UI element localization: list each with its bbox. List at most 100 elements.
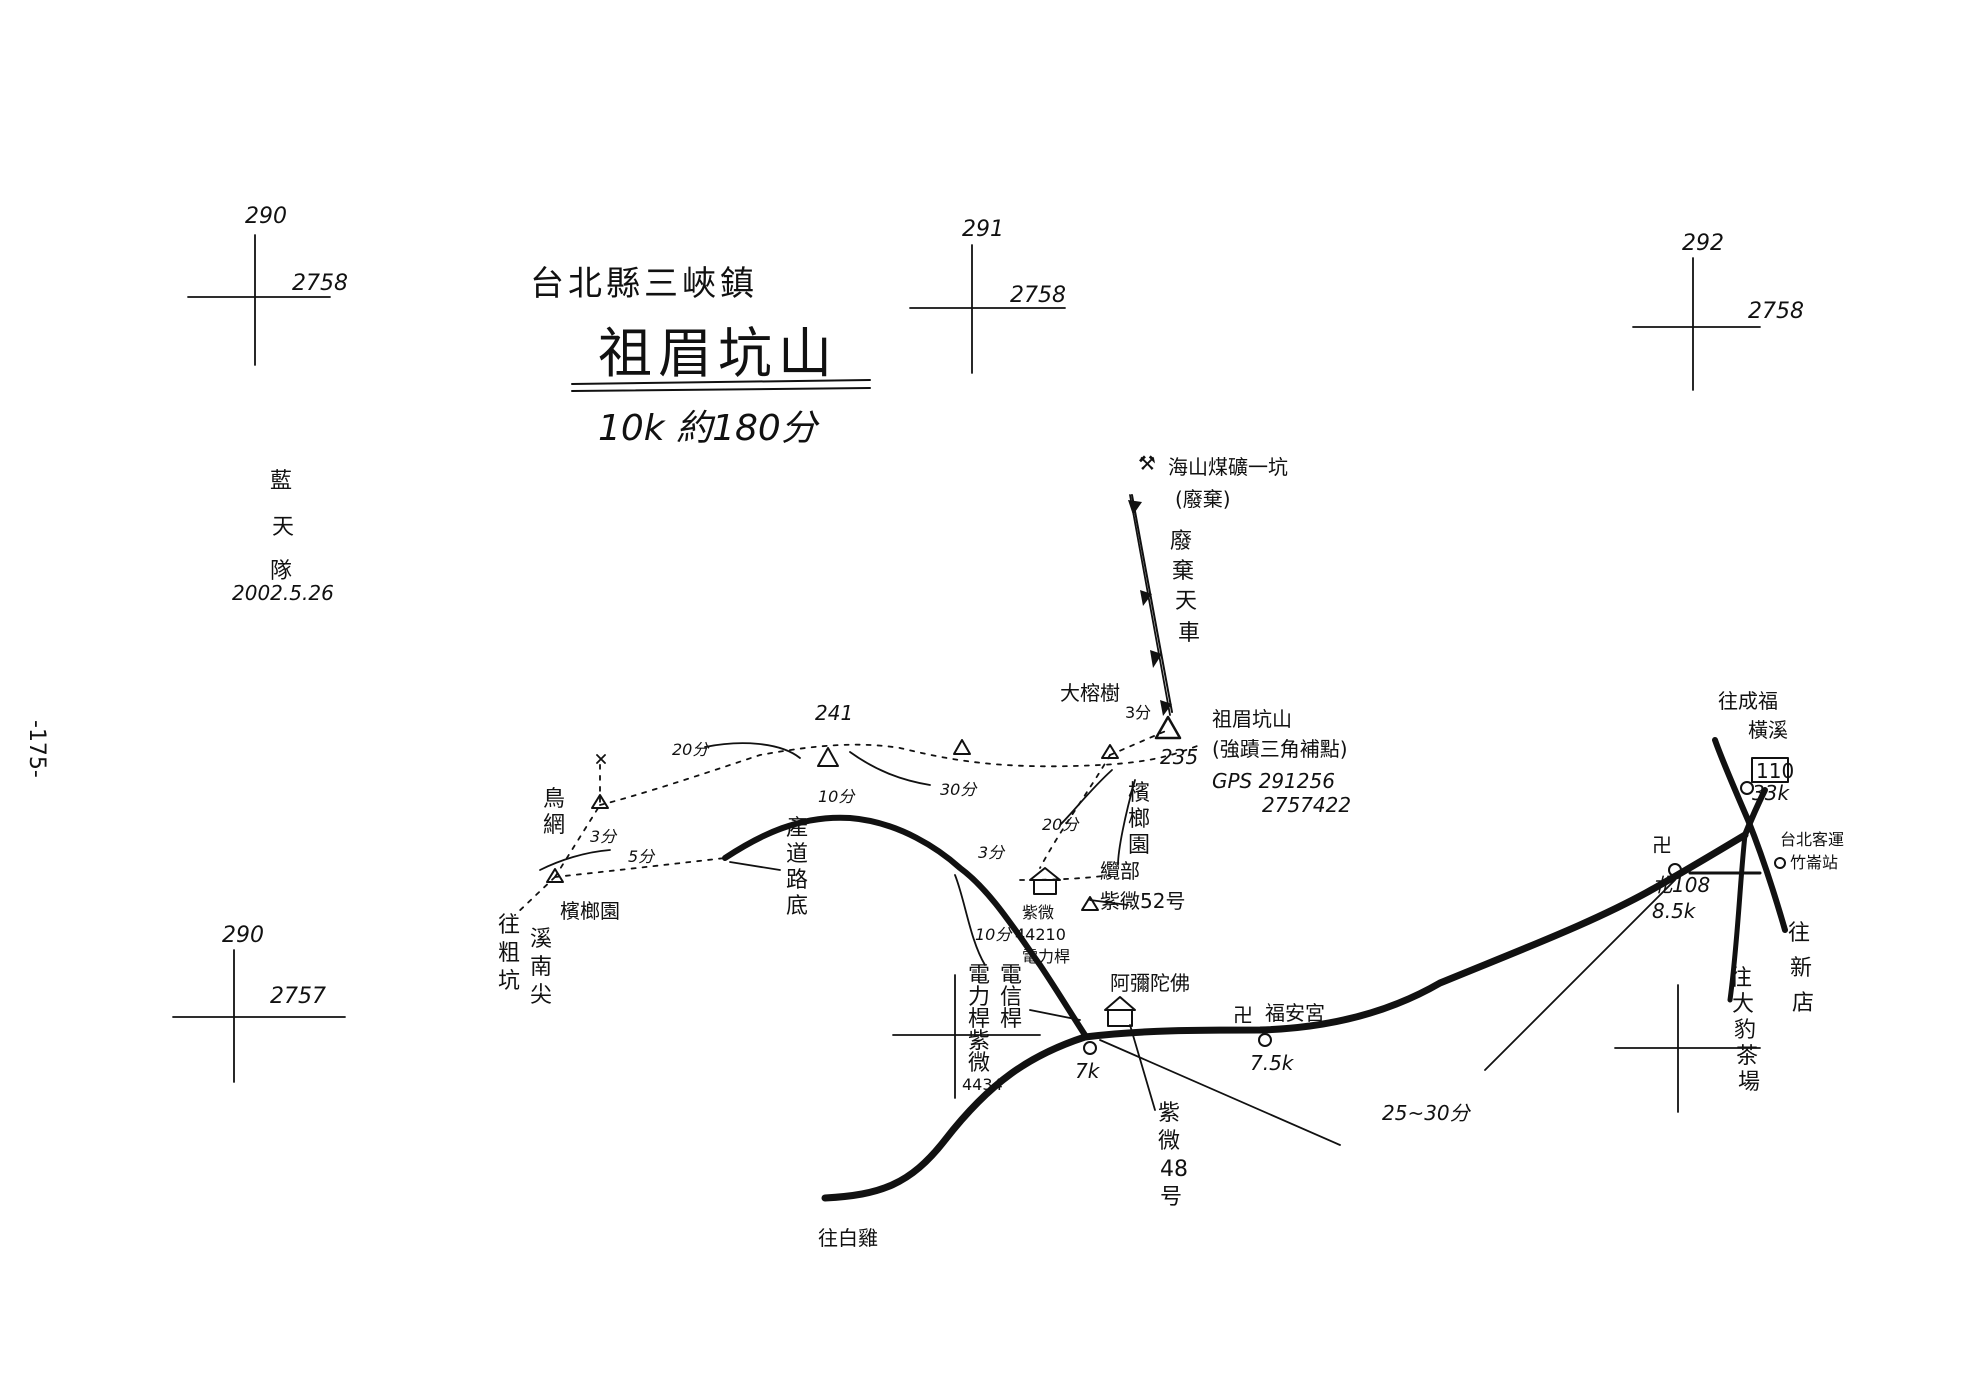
line-pole48 <box>1129 1024 1156 1111</box>
km-7: 7k <box>1075 1059 1101 1083</box>
svg-text:紫: 紫 <box>968 1029 990 1054</box>
svg-text:電力桿: 電力桿 <box>1022 947 1070 966</box>
team-char-3: 隊 <box>270 559 292 584</box>
grid-cross-290-2758: 290 2758 <box>187 204 348 366</box>
peak-241-label: 241 <box>815 701 853 725</box>
county-town-title: 台北縣三峽鎮 <box>530 264 758 304</box>
km-7-marker <box>1083 1041 1097 1055</box>
mine-icon: ⚒ <box>1138 451 1156 475</box>
summit-triangle <box>1154 715 1182 740</box>
svg-text:尖: 尖 <box>530 983 552 1008</box>
svg-text:大: 大 <box>1732 992 1754 1017</box>
svg-text:往: 往 <box>498 913 520 938</box>
time-20b: 20分 <box>1042 815 1080 834</box>
route-110: 110 <box>1756 759 1794 783</box>
svg-text:微: 微 <box>1158 1129 1180 1154</box>
svg-text:榔: 榔 <box>1128 807 1150 832</box>
svg-text:豹: 豹 <box>1734 1018 1756 1043</box>
trail-cable <box>1039 754 1111 869</box>
betel-garden-right: 檳 榔 園 <box>1128 781 1150 858</box>
svg-text:坑: 坑 <box>498 969 520 994</box>
temple-symbol: 卍 <box>1233 1003 1253 1027</box>
svg-text:号: 号 <box>1160 1185 1182 1210</box>
line-betel-right <box>1117 779 1136 866</box>
svg-text:微: 微 <box>968 1051 990 1076</box>
route-108: 北108 <box>1652 873 1710 897</box>
title-underline <box>571 379 871 385</box>
km-33-marker <box>1740 781 1754 795</box>
trail-betel-low <box>554 857 726 878</box>
to-xindian-label: 往 新 店 <box>1788 921 1814 1016</box>
svg-text:電: 電 <box>968 963 990 988</box>
grid-label-x: 290 <box>222 923 264 948</box>
grid-label-x: 292 <box>1682 231 1724 256</box>
svg-text:檳: 檳 <box>1128 781 1150 806</box>
betel-garden-label: 檳榔園 <box>560 899 620 923</box>
trail-triangle <box>953 739 971 755</box>
svg-text:鳥: 鳥 <box>543 787 565 812</box>
time-2530: 25~30分 <box>1382 1101 1472 1125</box>
line-20a <box>704 742 801 759</box>
banyan-triangle <box>1101 744 1119 759</box>
page-number: -175- <box>24 720 49 778</box>
road-to-dabao <box>1727 832 1748 1003</box>
peak-note: (強蹟三角補點) <box>1212 737 1348 761</box>
svg-text:力: 力 <box>968 985 990 1010</box>
mountain-title: 祖眉坑山 <box>598 322 838 385</box>
svg-text:桿: 桿 <box>1000 1007 1022 1032</box>
route-110-box <box>1751 757 1789 783</box>
peak-elev: 235 <box>1160 745 1198 769</box>
mine-label: 海山煤礦一坑 <box>1168 455 1288 479</box>
grid-label-y: 2758 <box>292 271 348 296</box>
to-fenkeng-label: 往 粗 坑 <box>498 913 520 994</box>
svg-text:電: 電 <box>1000 963 1022 988</box>
bus-stop-2: 竹崙站 <box>1790 853 1838 872</box>
gps-label: GPS 291256 <box>1212 769 1335 793</box>
svg-text:溪: 溪 <box>530 927 552 952</box>
svg-text:天: 天 <box>1175 589 1197 614</box>
svg-text:信: 信 <box>1000 985 1022 1010</box>
abandoned-cable-label: 廢 棄 天 車 <box>1170 529 1200 646</box>
line-52-arrow <box>1089 899 1129 906</box>
km-75-marker <box>1258 1033 1272 1047</box>
km-75: 7.5k <box>1250 1051 1295 1075</box>
grid-label-x: 291 <box>962 217 1004 242</box>
svg-text:棄: 棄 <box>1172 559 1194 584</box>
time-3c: 3分 <box>1125 703 1151 722</box>
svg-text:道: 道 <box>786 842 808 867</box>
svg-text:底: 底 <box>786 894 808 919</box>
telecom-pole-label: 電 信 桿 <box>1000 963 1022 1032</box>
distance-time: 10k 約180分 <box>598 408 820 449</box>
time-10a: 10分 <box>818 787 856 806</box>
to-baiji: 往白雞 <box>818 1226 878 1250</box>
time-5: 5分 <box>628 847 656 866</box>
line-old-road-arrow <box>729 861 781 871</box>
power-pole-4434-label: 電 力 桿 紫 微 4434 <box>962 963 1003 1094</box>
credit-date: 2002.5.26 <box>232 581 334 605</box>
pole-52-label: 紫微52号 <box>1100 889 1185 913</box>
line-2530b <box>1484 879 1676 1071</box>
bus-stop-marker <box>1774 857 1786 869</box>
svg-text:往: 往 <box>1788 921 1810 946</box>
line-7k-arrow <box>1029 1009 1081 1021</box>
to-xinan-label: 溪 南 尖 <box>530 927 552 1008</box>
time-10b: 10分 <box>975 925 1013 944</box>
svg-text:路: 路 <box>786 868 808 893</box>
time-20a: 20分 <box>672 740 710 759</box>
bird-net-label: 鳥 網 <box>543 787 565 838</box>
trail-peak <box>1109 729 1169 756</box>
bird-net-triangle <box>591 794 609 809</box>
svg-text:粗: 粗 <box>498 941 520 966</box>
grid-cross-partial-2 <box>1614 984 1761 1113</box>
title-underline-2 <box>571 387 871 392</box>
pole52-triangle <box>1081 896 1099 911</box>
svg-text:園: 園 <box>1128 833 1150 858</box>
km-85: 8.5k <box>1652 899 1697 923</box>
svg-text:網: 網 <box>543 813 565 838</box>
line-2530a <box>1099 1039 1341 1146</box>
svg-text:場: 場 <box>1738 1070 1760 1095</box>
grid-cross-290-2757: 290 2757 <box>172 923 346 1083</box>
temple-house-icon <box>1104 996 1136 1027</box>
time-30a: 30分 <box>940 780 978 799</box>
grid-label-y: 2757 <box>270 984 326 1009</box>
